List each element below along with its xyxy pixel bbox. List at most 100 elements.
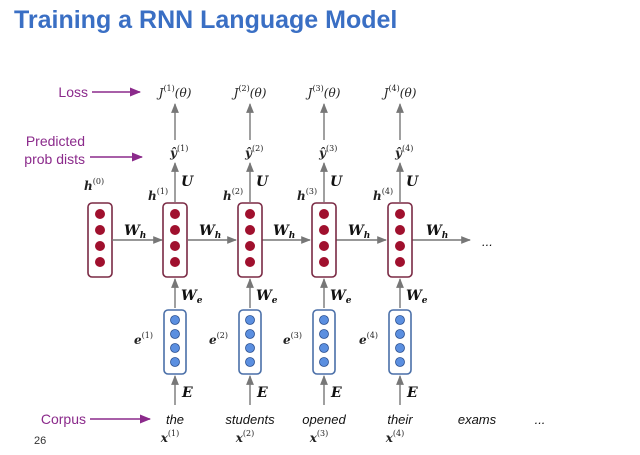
embed-neuron: [245, 315, 255, 325]
hidden-neuron: [319, 257, 329, 267]
hidden-box-2: [237, 202, 263, 278]
wh-label-2: Wh: [273, 223, 295, 241]
wh-label-4: Wh: [426, 223, 448, 241]
hidden-neuron: [395, 257, 405, 267]
timestep-1: J(1)(θ) ŷ(1) U h(1) We e(1) E the x(1): [134, 84, 203, 445]
continuation-ellipsis: ...: [482, 234, 493, 249]
e-label-2: e(2): [209, 331, 228, 347]
hidden-neuron: [395, 225, 405, 235]
h0-label: h(0): [84, 177, 104, 193]
h-label-1: h(1): [148, 187, 168, 203]
loss-j2: J(2)(θ): [231, 84, 267, 100]
loss-j1: J(1)(θ): [156, 84, 192, 100]
hidden-neuron: [395, 209, 405, 219]
embed-neuron: [170, 357, 180, 367]
h0-neuron: [95, 209, 105, 219]
embed-neuron: [319, 329, 329, 339]
word-4: their: [387, 412, 413, 427]
embed-neuron: [245, 343, 255, 353]
timestep-2: J(2)(θ) ŷ(2) U h(2) We e(2) E students x…: [209, 84, 278, 445]
e-label-3: e(3): [283, 331, 302, 347]
hidden-box-3: [311, 202, 337, 278]
loss-label: Loss: [58, 84, 88, 100]
hidden-neuron: [319, 209, 329, 219]
embed-neuron: [395, 329, 405, 339]
wh-label-1: Wh: [199, 223, 221, 241]
e-label-1: e(1): [134, 331, 153, 347]
hidden-neuron: [170, 209, 180, 219]
e-label-4: e(4): [359, 331, 378, 347]
predicted-label-line1: Predicted: [26, 133, 85, 149]
h0-neuron: [95, 257, 105, 267]
hidden-neuron: [170, 241, 180, 251]
we-label-1: We: [181, 288, 203, 306]
yhat-3: ŷ(3): [318, 144, 337, 160]
embed-neuron: [319, 357, 329, 367]
embed-neuron: [395, 357, 405, 367]
e-weight-label-4: E: [406, 385, 418, 401]
corpus-ellipsis: ...: [535, 412, 546, 427]
x-1: x(1): [160, 429, 180, 445]
predicted-label-line2: prob dists: [24, 151, 85, 167]
embed-neuron: [319, 315, 329, 325]
e-weight-label-3: E: [330, 385, 342, 401]
word-3: opened: [302, 412, 346, 427]
loss-j3: J(3)(θ): [305, 84, 341, 100]
embed-box-4: [388, 309, 412, 375]
embed-box-3: [312, 309, 336, 375]
x-4: x(4): [385, 429, 405, 445]
h-label-4: h(4): [373, 187, 393, 203]
u-label-2: U: [256, 174, 269, 190]
we-label-4: We: [406, 288, 428, 306]
hidden-neuron: [245, 209, 255, 219]
h0-neuron: [95, 241, 105, 251]
embed-neuron: [319, 343, 329, 353]
yhat-4: ŷ(4): [394, 144, 413, 160]
embed-neuron: [395, 343, 405, 353]
e-weight-label-2: E: [256, 385, 268, 401]
hidden-neuron: [245, 257, 255, 267]
we-label-3: We: [330, 288, 352, 306]
u-label-3: U: [330, 174, 343, 190]
x-2: x(2): [235, 429, 255, 445]
h-label-2: h(2): [223, 187, 243, 203]
hidden-box-4: [387, 202, 413, 278]
timestep-4: J(4)(θ) ŷ(4) U h(4) We e(4) E their x(4): [359, 84, 428, 445]
yhat-2: ŷ(2): [244, 144, 263, 160]
embed-neuron: [245, 357, 255, 367]
h0-neuron: [95, 225, 105, 235]
wh-label-3: Wh: [348, 223, 370, 241]
loss-j4: J(4)(θ): [381, 84, 417, 100]
h-label-3: h(3): [297, 187, 317, 203]
embed-neuron: [245, 329, 255, 339]
embed-neuron: [170, 329, 180, 339]
word-5: exams: [458, 412, 497, 427]
hidden-neuron: [170, 225, 180, 235]
embed-neuron: [170, 315, 180, 325]
yhat-1: ŷ(1): [169, 144, 188, 160]
hidden-neuron: [245, 225, 255, 235]
x-3: x(3): [309, 429, 329, 445]
u-label-1: U: [181, 174, 194, 190]
hidden-neuron: [170, 257, 180, 267]
hidden-neuron: [319, 241, 329, 251]
word-2: students: [225, 412, 275, 427]
embed-neuron: [395, 315, 405, 325]
embed-box-2: [238, 309, 262, 375]
embed-neuron: [170, 343, 180, 353]
hidden-box-1: [162, 202, 188, 278]
hidden-neuron: [395, 241, 405, 251]
slide-title: Training a RNN Language Model: [14, 6, 398, 34]
wh-label-0: Wh: [124, 223, 146, 241]
page-number: 26: [34, 435, 47, 447]
corpus-label: Corpus: [41, 411, 86, 427]
e-weight-label-1: E: [181, 385, 193, 401]
timestep-3: J(3)(θ) ŷ(3) U h(3) We e(3) E opened x(3…: [283, 84, 352, 445]
hidden-neuron: [245, 241, 255, 251]
hidden-neuron: [319, 225, 329, 235]
word-1: the: [166, 412, 184, 427]
embed-box-1: [163, 309, 187, 375]
u-label-4: U: [406, 174, 419, 190]
